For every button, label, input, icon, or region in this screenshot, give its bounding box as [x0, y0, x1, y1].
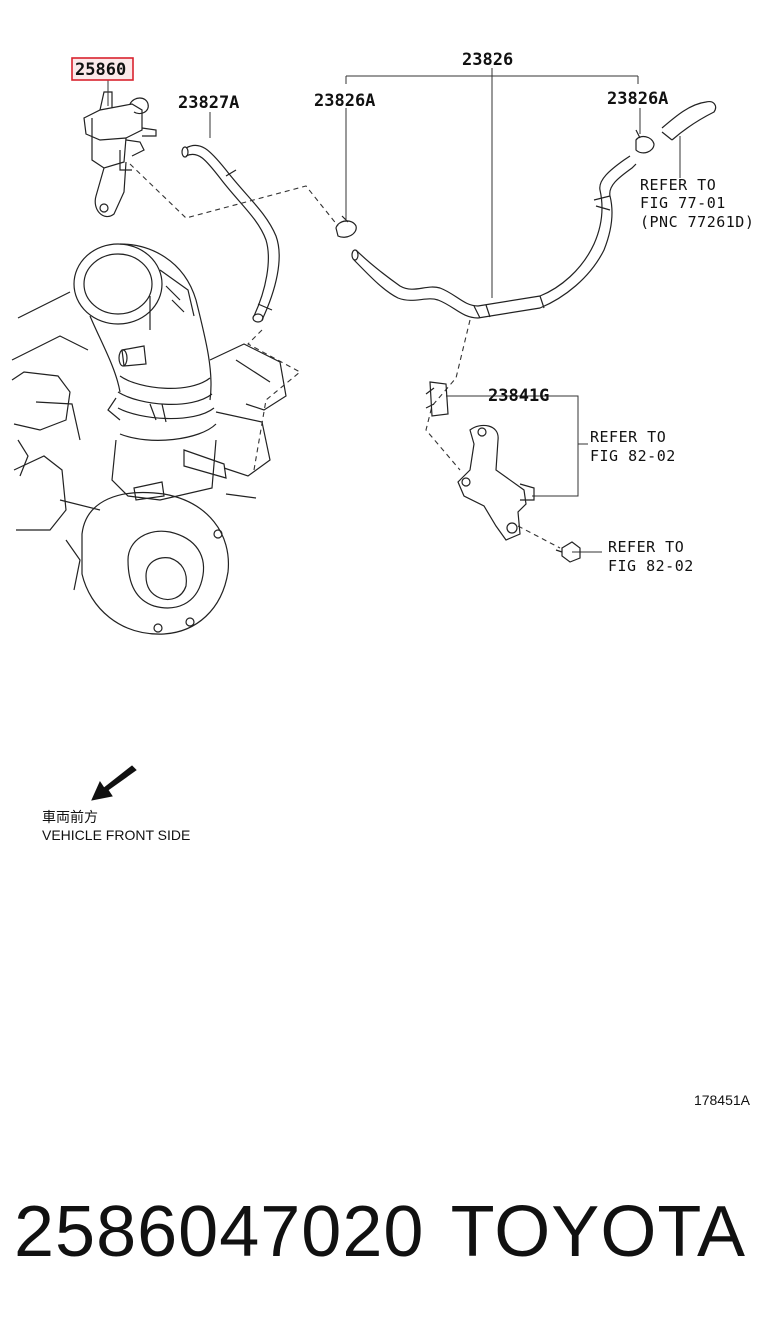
ref1-line3: (PNC 77261D)	[640, 213, 754, 231]
part-number: 2586047020	[14, 1192, 425, 1272]
hose-23827a-drawing	[181, 144, 280, 323]
brand-name: TOYOTA	[450, 1192, 746, 1272]
ref1-line1: REFER TO	[640, 176, 716, 194]
bolt-drawing	[555, 541, 581, 563]
label-23826a-right[interactable]: 23826A	[607, 89, 668, 109]
direction-label-jp: 車両前方	[42, 809, 98, 825]
label-23841g[interactable]: 23841G	[488, 386, 549, 406]
leader-lines	[107, 68, 681, 553]
ref2-line2: FIG 82-02	[590, 447, 676, 465]
footer: 2586047020 TOYOTA	[0, 1190, 760, 1280]
vsv-valve-drawing	[83, 91, 157, 218]
ref1-line2: FIG 77-01	[640, 194, 726, 212]
label-23827a[interactable]: 23827A	[178, 93, 239, 113]
ref3-line2: FIG 82-02	[608, 557, 694, 575]
figure-id: 178451A	[694, 1092, 751, 1108]
highlight-box	[71, 57, 134, 81]
hose-23826-drawing	[351, 155, 637, 319]
clamp-right-drawing	[635, 129, 655, 154]
front-direction-arrow-icon	[91, 765, 137, 801]
label-23826[interactable]: 23826	[462, 50, 513, 70]
ref3-line1: REFER TO	[608, 538, 684, 556]
bracket-drawing	[425, 381, 535, 541]
label-25860[interactable]: 25860	[75, 60, 126, 80]
clamp-left-drawing	[335, 215, 357, 238]
ref2-line1: REFER TO	[590, 428, 666, 446]
engine-drawing	[11, 243, 287, 635]
direction-label-en: VEHICLE FRONT SIDE	[42, 827, 190, 843]
label-23826a-left[interactable]: 23826A	[314, 91, 375, 111]
